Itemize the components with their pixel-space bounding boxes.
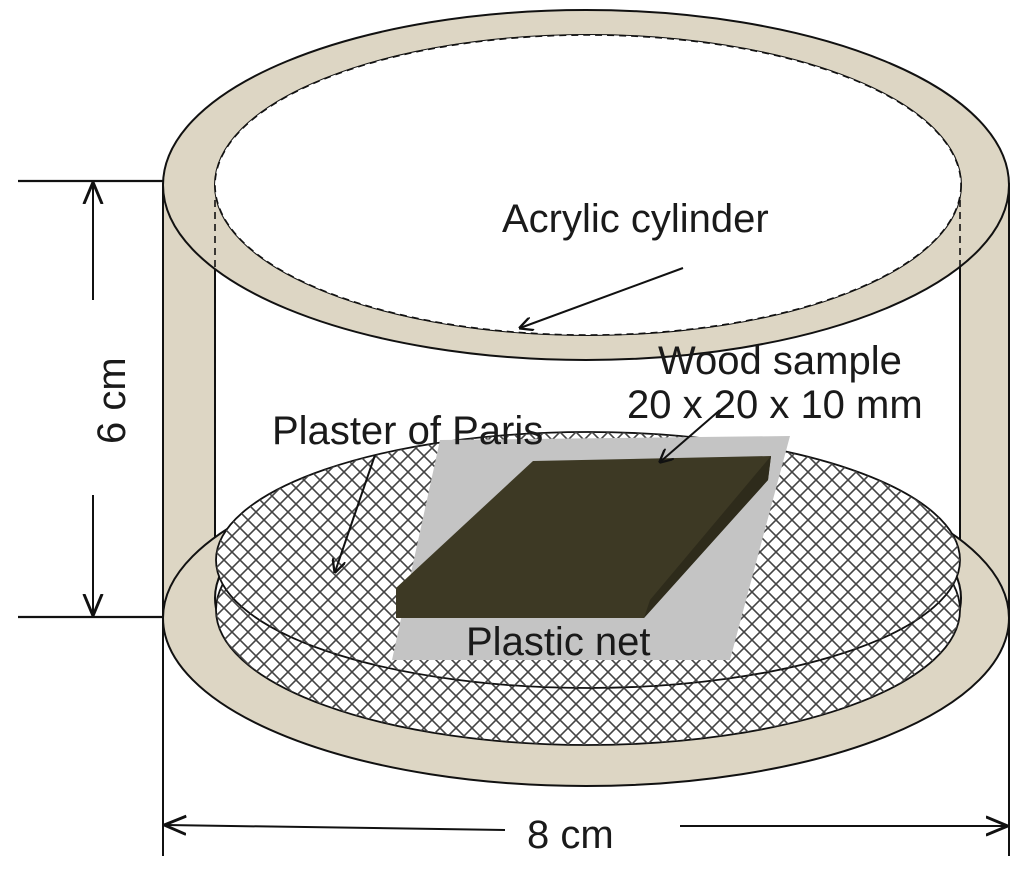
acrylic-leader-arrow — [520, 267, 684, 328]
plaster-leader-arrow — [335, 454, 376, 572]
height-dimension — [18, 179, 163, 619]
cylinder-top-opening — [214, 34, 962, 336]
wood-leader-arrow — [660, 409, 721, 462]
wood-sample-label: Wood sample — [658, 339, 902, 383]
wood-sample-size-label: 20 x 20 x 10 mm — [627, 383, 923, 427]
plastic-net-label: Plastic net — [466, 620, 651, 664]
width-label: 8 cm — [527, 813, 614, 857]
plaster-of-paris-label: Plaster of Paris — [272, 409, 543, 453]
width-dimension — [162, 618, 1010, 856]
height-label: 6 cm — [90, 357, 134, 444]
acrylic-cylinder-label: Acrylic cylinder — [502, 197, 769, 241]
leader-arrows — [335, 267, 721, 572]
wood-block-side — [644, 456, 771, 618]
wood-sample — [392, 436, 790, 660]
width-arrow-left — [166, 825, 506, 830]
